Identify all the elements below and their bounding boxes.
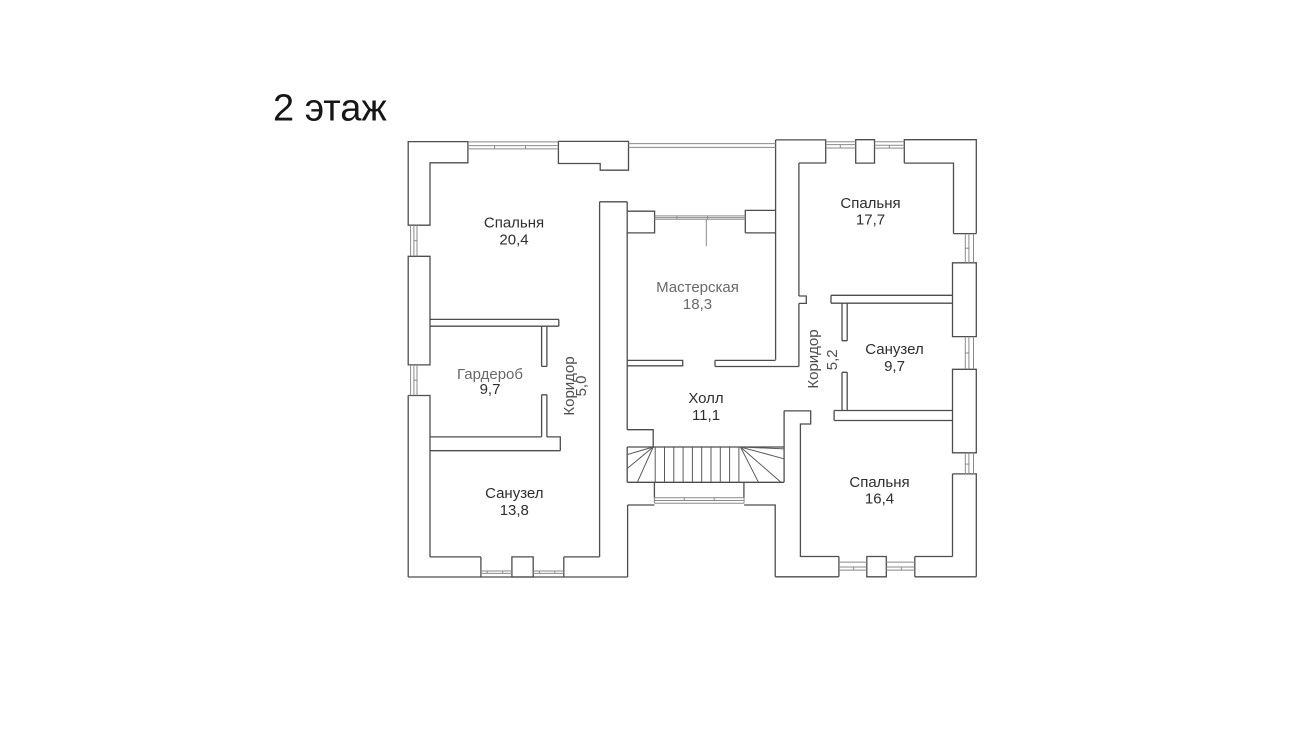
svg-text:2 этаж: 2 этаж: [273, 88, 387, 130]
svg-text:16,4: 16,4: [865, 491, 894, 508]
svg-text:Спальня: Спальня: [840, 195, 900, 212]
svg-text:Санузел: Санузел: [865, 341, 923, 358]
svg-text:17,7: 17,7: [856, 212, 885, 229]
svg-text:Спальня: Спальня: [849, 474, 909, 491]
svg-text:Санузел: Санузел: [485, 485, 543, 502]
svg-text:9,7: 9,7: [480, 381, 501, 398]
svg-text:Спальня: Спальня: [484, 215, 544, 232]
svg-text:18,3: 18,3: [683, 296, 712, 313]
svg-text:Коридор: Коридор: [561, 356, 578, 415]
svg-text:11,1: 11,1: [692, 407, 720, 424]
svg-text:13,8: 13,8: [500, 502, 529, 519]
svg-text:5,2: 5,2: [824, 349, 841, 370]
svg-text:9,7: 9,7: [884, 358, 905, 375]
svg-text:20,4: 20,4: [499, 231, 528, 248]
svg-text:Коридор: Коридор: [805, 329, 822, 388]
svg-text:Мастерская: Мастерская: [656, 279, 739, 296]
svg-text:Гардероб: Гардероб: [457, 366, 523, 383]
svg-text:5,0: 5,0: [573, 376, 590, 397]
svg-text:Холл: Холл: [688, 390, 723, 407]
